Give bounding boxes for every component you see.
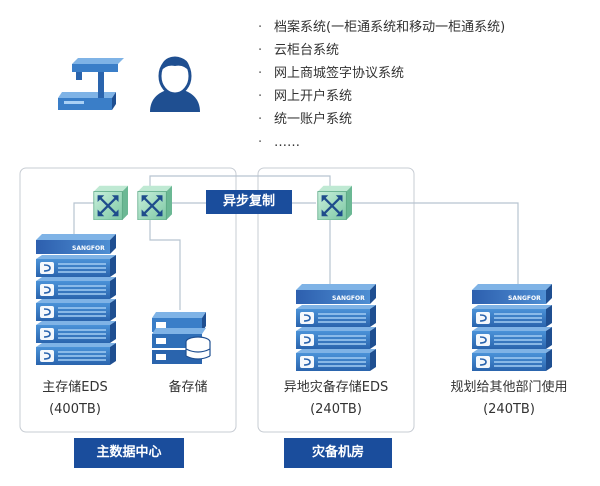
dr-storage-label: 异地灾备存储EDS xyxy=(283,380,389,395)
dr-storage-server-stack: SANGFOR xyxy=(296,284,376,371)
main-storage-label: 主存储EDS xyxy=(42,380,108,395)
list-item: ·网上商城签字协议系统 xyxy=(258,62,505,85)
bullet-dot: · xyxy=(258,135,263,150)
dept-storage-label: 规划给其他部门使用 xyxy=(450,380,568,395)
dr-room-badge: 灾备机房 xyxy=(284,438,392,468)
bullet-dot: · xyxy=(258,43,263,58)
dept-storage-server-stack: SANGFOR xyxy=(472,284,552,371)
bullet-dot: · xyxy=(258,20,263,35)
bullet-dot: · xyxy=(258,66,263,81)
main-switch-b-icon xyxy=(136,184,172,220)
server-brand-text: SANGFOR xyxy=(508,295,541,302)
main-zone-border xyxy=(19,167,237,433)
list-item: ·统一账户系统 xyxy=(258,108,505,131)
system-list: ·档案系统(一柜通系统和移动一柜通系统) ·云柜台系统 ·网上商城签字协议系统 … xyxy=(258,16,505,154)
scanner-icon xyxy=(58,58,124,110)
list-item: ·网上开户系统 xyxy=(258,85,505,108)
dept-storage-capacity: (240TB) xyxy=(483,402,535,417)
list-item: ·…… xyxy=(258,131,505,154)
async-replication-badge: 异步复制 xyxy=(206,190,292,214)
list-item: ·云柜台系统 xyxy=(258,39,505,62)
main-storage-capacity: (400TB) xyxy=(49,402,101,417)
backup-storage-icon xyxy=(152,312,211,364)
bullet-dot: · xyxy=(258,112,263,127)
main-storage-server-stack: SANGFOR xyxy=(36,234,116,365)
backup-storage-label: 备存储 xyxy=(168,380,208,395)
main-switch-a-icon xyxy=(92,184,128,220)
bullet-dot: · xyxy=(258,89,263,104)
user-icon xyxy=(150,56,200,112)
dr-storage-capacity: (240TB) xyxy=(310,402,362,417)
dr-switch-icon xyxy=(316,184,352,220)
main-datacenter-badge: 主数据中心 xyxy=(74,438,184,468)
list-item: ·档案系统(一柜通系统和移动一柜通系统) xyxy=(258,16,505,39)
dr-zone-border xyxy=(257,167,415,433)
server-brand-text: SANGFOR xyxy=(72,245,105,252)
server-brand-text: SANGFOR xyxy=(332,295,365,302)
